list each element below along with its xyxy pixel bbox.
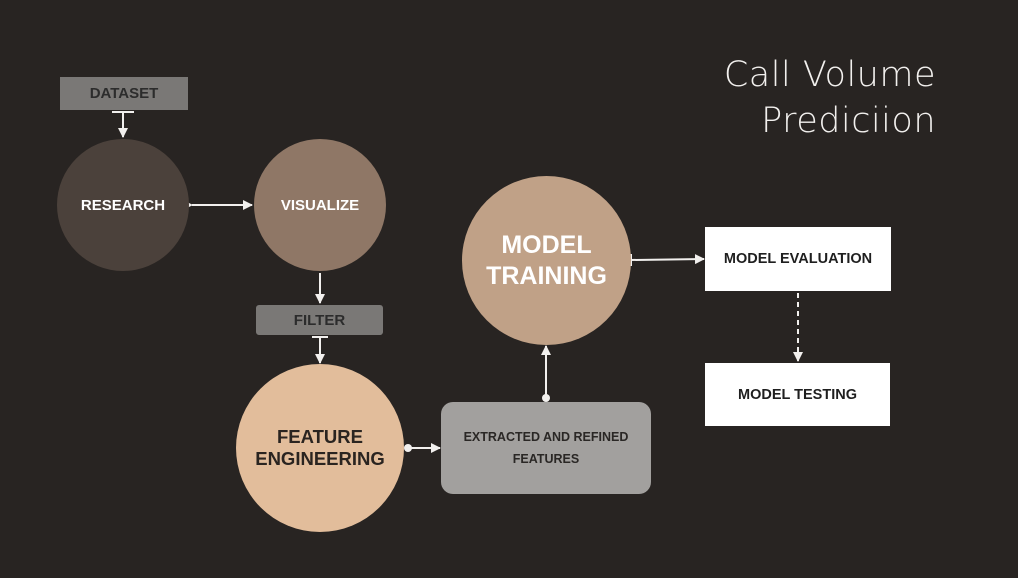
model-evaluation-label: MODEL EVALUATION xyxy=(723,251,873,267)
connector-filter-feature-engineering xyxy=(312,336,328,364)
diagram-title: Call Volume Prediciion xyxy=(724,52,936,144)
connector-dataset-research xyxy=(112,111,134,138)
extracted-features-box: EXTRACTED AND REFINED FEATURES xyxy=(441,402,651,494)
model-testing-label: MODEL TESTING xyxy=(738,386,857,403)
connector-feature-engineering-extracted xyxy=(404,443,441,453)
model-training-circle: MODEL TRAINING xyxy=(462,176,631,345)
feature-engineering-circle: FEATURE ENGINEERING xyxy=(236,364,404,532)
title-line-1: Call Volume xyxy=(723,55,936,95)
model-training-label-line-2: TRAINING xyxy=(486,261,607,290)
connector-model-training-evaluation xyxy=(630,254,705,266)
connector-extracted-model-training xyxy=(541,345,551,402)
title-line-2: Prediciion xyxy=(761,101,936,141)
visualize-circle: VISUALIZE xyxy=(254,139,386,271)
model-testing-box: MODEL TESTING xyxy=(705,363,890,426)
dataset-label: DATASET xyxy=(89,85,159,102)
dataset-box: DATASET xyxy=(60,77,188,110)
extracted-label-line-2: FEATURES xyxy=(512,452,580,466)
model-evaluation-box: MODEL EVALUATION xyxy=(705,227,891,291)
feature-engineering-label-line-1: FEATURE xyxy=(277,426,363,447)
filter-label: FILTER xyxy=(293,311,346,329)
filter-box: FILTER xyxy=(256,305,383,335)
model-training-label-line-1: MODEL xyxy=(501,230,592,259)
feature-engineering-label-line-2: ENGINEERING xyxy=(255,448,385,469)
extracted-label-line-1: EXTRACTED AND REFINED xyxy=(463,430,629,444)
research-circle: RESEARCH xyxy=(57,139,189,271)
research-label: RESEARCH xyxy=(80,196,166,214)
visualize-label: VISUALIZE xyxy=(280,196,360,214)
